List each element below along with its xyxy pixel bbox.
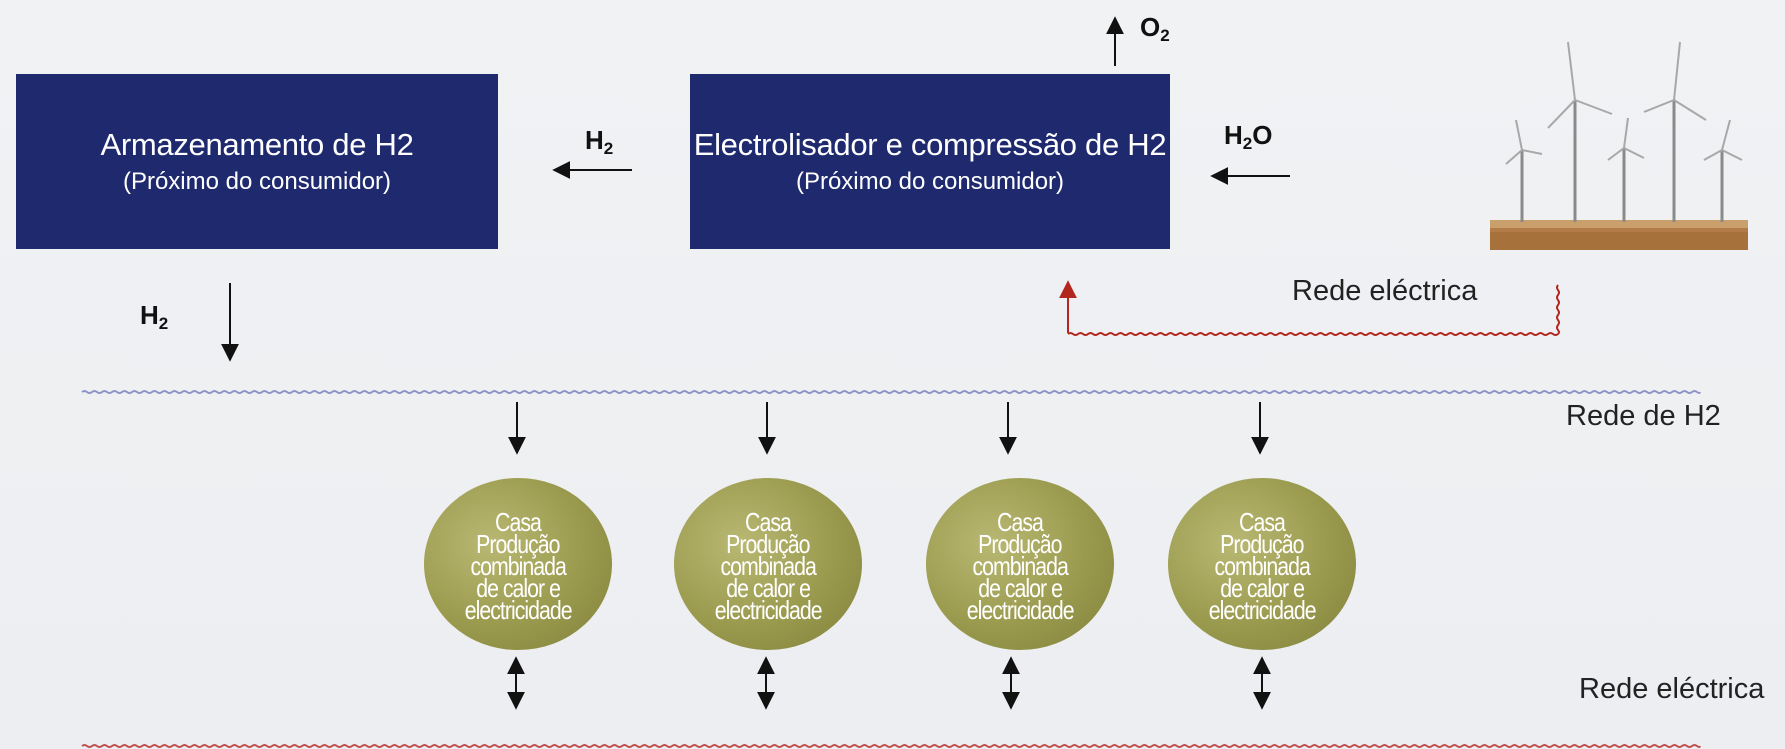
storage-subtitle: (Próximo do consumidor) [122, 167, 392, 195]
electrolyser-subtitle: (Próximo do consumidor) [795, 167, 1065, 195]
house-line: combinada [470, 551, 566, 581]
house-line: combinada [972, 551, 1068, 581]
h2-down-label: H2 [140, 300, 169, 333]
h2o-label: H2O [1224, 120, 1273, 153]
house-line: electricidade [1208, 595, 1317, 625]
electrolyser-box: Electrolisador e compressão de H2 (Próxi… [690, 74, 1170, 249]
house-line: Produção [1220, 529, 1304, 559]
house-line: combinada [1214, 551, 1310, 581]
house-line: de calor e [726, 573, 811, 603]
house-line: Casa [745, 507, 792, 537]
electric-feed-line [1067, 332, 1559, 336]
h2-network-label: Rede de H2 [1566, 400, 1721, 432]
house-line: combinada [720, 551, 816, 581]
house-line: electricidade [464, 595, 573, 625]
electric-network-line [81, 744, 1701, 748]
house-line: de calor e [476, 573, 561, 603]
electric-network-label: Rede eléctrica [1579, 673, 1765, 705]
house-line: Casa [1239, 507, 1286, 537]
house-line: Casa [997, 507, 1044, 537]
house-line: Produção [726, 529, 810, 559]
electric-feed-label: Rede eléctrica [1292, 275, 1478, 307]
wind-farm-image [1490, 41, 1748, 250]
house-line: electricidade [714, 595, 823, 625]
electrolyser-title: Electrolisador e compressão de H2 [693, 126, 1167, 162]
house-line: Produção [978, 529, 1062, 559]
h2-network-line [81, 390, 1701, 394]
house-node: Casa Produção combinada de calor e elect… [674, 478, 862, 650]
house-node: Casa Produção combinada de calor e elect… [1168, 478, 1356, 650]
house-line: Casa [495, 507, 542, 537]
electric-feed-right-wave [1556, 284, 1560, 335]
house-line: electricidade [966, 595, 1075, 625]
o2-label: O2 [1140, 12, 1170, 45]
storage-box: Armazenamento de H2 (Próximo do consumid… [16, 74, 498, 249]
storage-title: Armazenamento de H2 [100, 126, 414, 162]
house-line: de calor e [1220, 573, 1305, 603]
house-line: de calor e [978, 573, 1063, 603]
house-node: Casa Produção combinada de calor e elect… [424, 478, 612, 650]
house-line: Produção [476, 529, 560, 559]
house-node: Casa Produção combinada de calor e elect… [926, 478, 1114, 650]
h2-left-label: H2 [585, 125, 614, 158]
